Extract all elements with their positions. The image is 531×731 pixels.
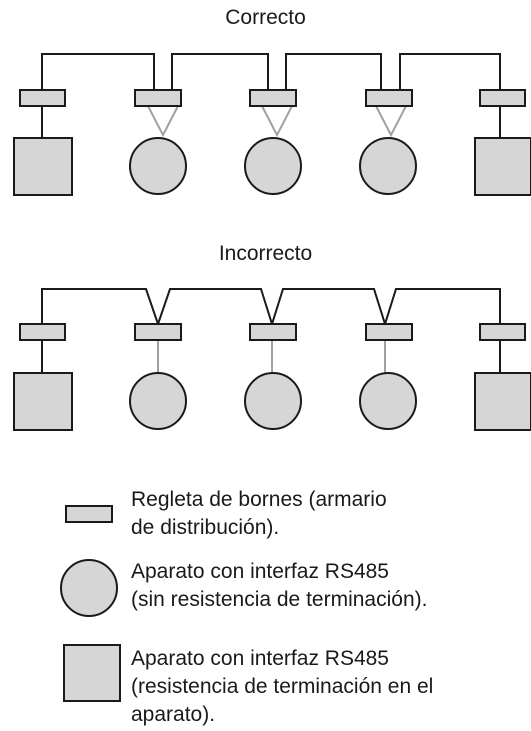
legend-line: Aparato con interfaz RS485 [131, 560, 389, 583]
bus-segment [41, 53, 155, 90]
legend-line: Aparato con interfaz RS485 [131, 647, 389, 670]
legend-line: Regleta de bornes (armario [131, 488, 387, 511]
correct-wiring-diagram [13, 53, 531, 196]
device-stub [261, 105, 293, 138]
bus-segment [171, 53, 269, 90]
legend-line: (resistencia de terminación en el [131, 675, 434, 698]
terminal-strip [479, 323, 526, 341]
legend-terminal-strip-text: Regleta de bornes (armario de distribuci… [131, 486, 387, 542]
device-stub [147, 105, 179, 138]
terminal-strip [19, 89, 66, 107]
bus-line [41, 288, 501, 328]
device-no-termination [244, 137, 302, 195]
legend-device-no-termination-text: Aparato con interfaz RS485 (sin resisten… [131, 558, 427, 614]
device-with-termination [13, 372, 73, 431]
legend-terminal-strip-icon [65, 505, 113, 523]
device-no-termination [359, 137, 417, 195]
title-incorrect: Incorrecto [218, 242, 313, 265]
legend-device-with-termination-icon [63, 644, 121, 702]
incorrect-wiring-diagram [13, 288, 531, 431]
terminal-strip [19, 323, 66, 341]
title-correct: Correcto [225, 6, 306, 29]
terminal-strip [249, 89, 297, 107]
device-no-termination [244, 372, 302, 430]
legend-device-no-termination-icon [60, 559, 118, 617]
device-with-termination [474, 137, 531, 196]
legend-line: (sin resistencia de terminación). [131, 588, 428, 611]
legend-device-with-termination-text: Aparato con interfaz RS485 (resistencia … [131, 645, 433, 729]
bus-segment [285, 53, 382, 90]
device-no-termination [129, 372, 187, 430]
legend-line: de distribución). [131, 516, 280, 539]
legend-line: aparato). [131, 703, 216, 726]
device-no-termination [359, 372, 417, 430]
terminal-strip [249, 323, 297, 341]
bus-segment [399, 53, 501, 90]
terminal-strip [365, 89, 413, 107]
terminal-strip [134, 89, 182, 107]
device-stub [375, 105, 407, 138]
device-with-termination [474, 372, 531, 431]
device-no-termination [129, 137, 187, 195]
terminal-strip [134, 323, 182, 341]
device-with-termination [13, 137, 73, 196]
terminal-strip [479, 89, 526, 107]
terminal-strip [365, 323, 413, 341]
